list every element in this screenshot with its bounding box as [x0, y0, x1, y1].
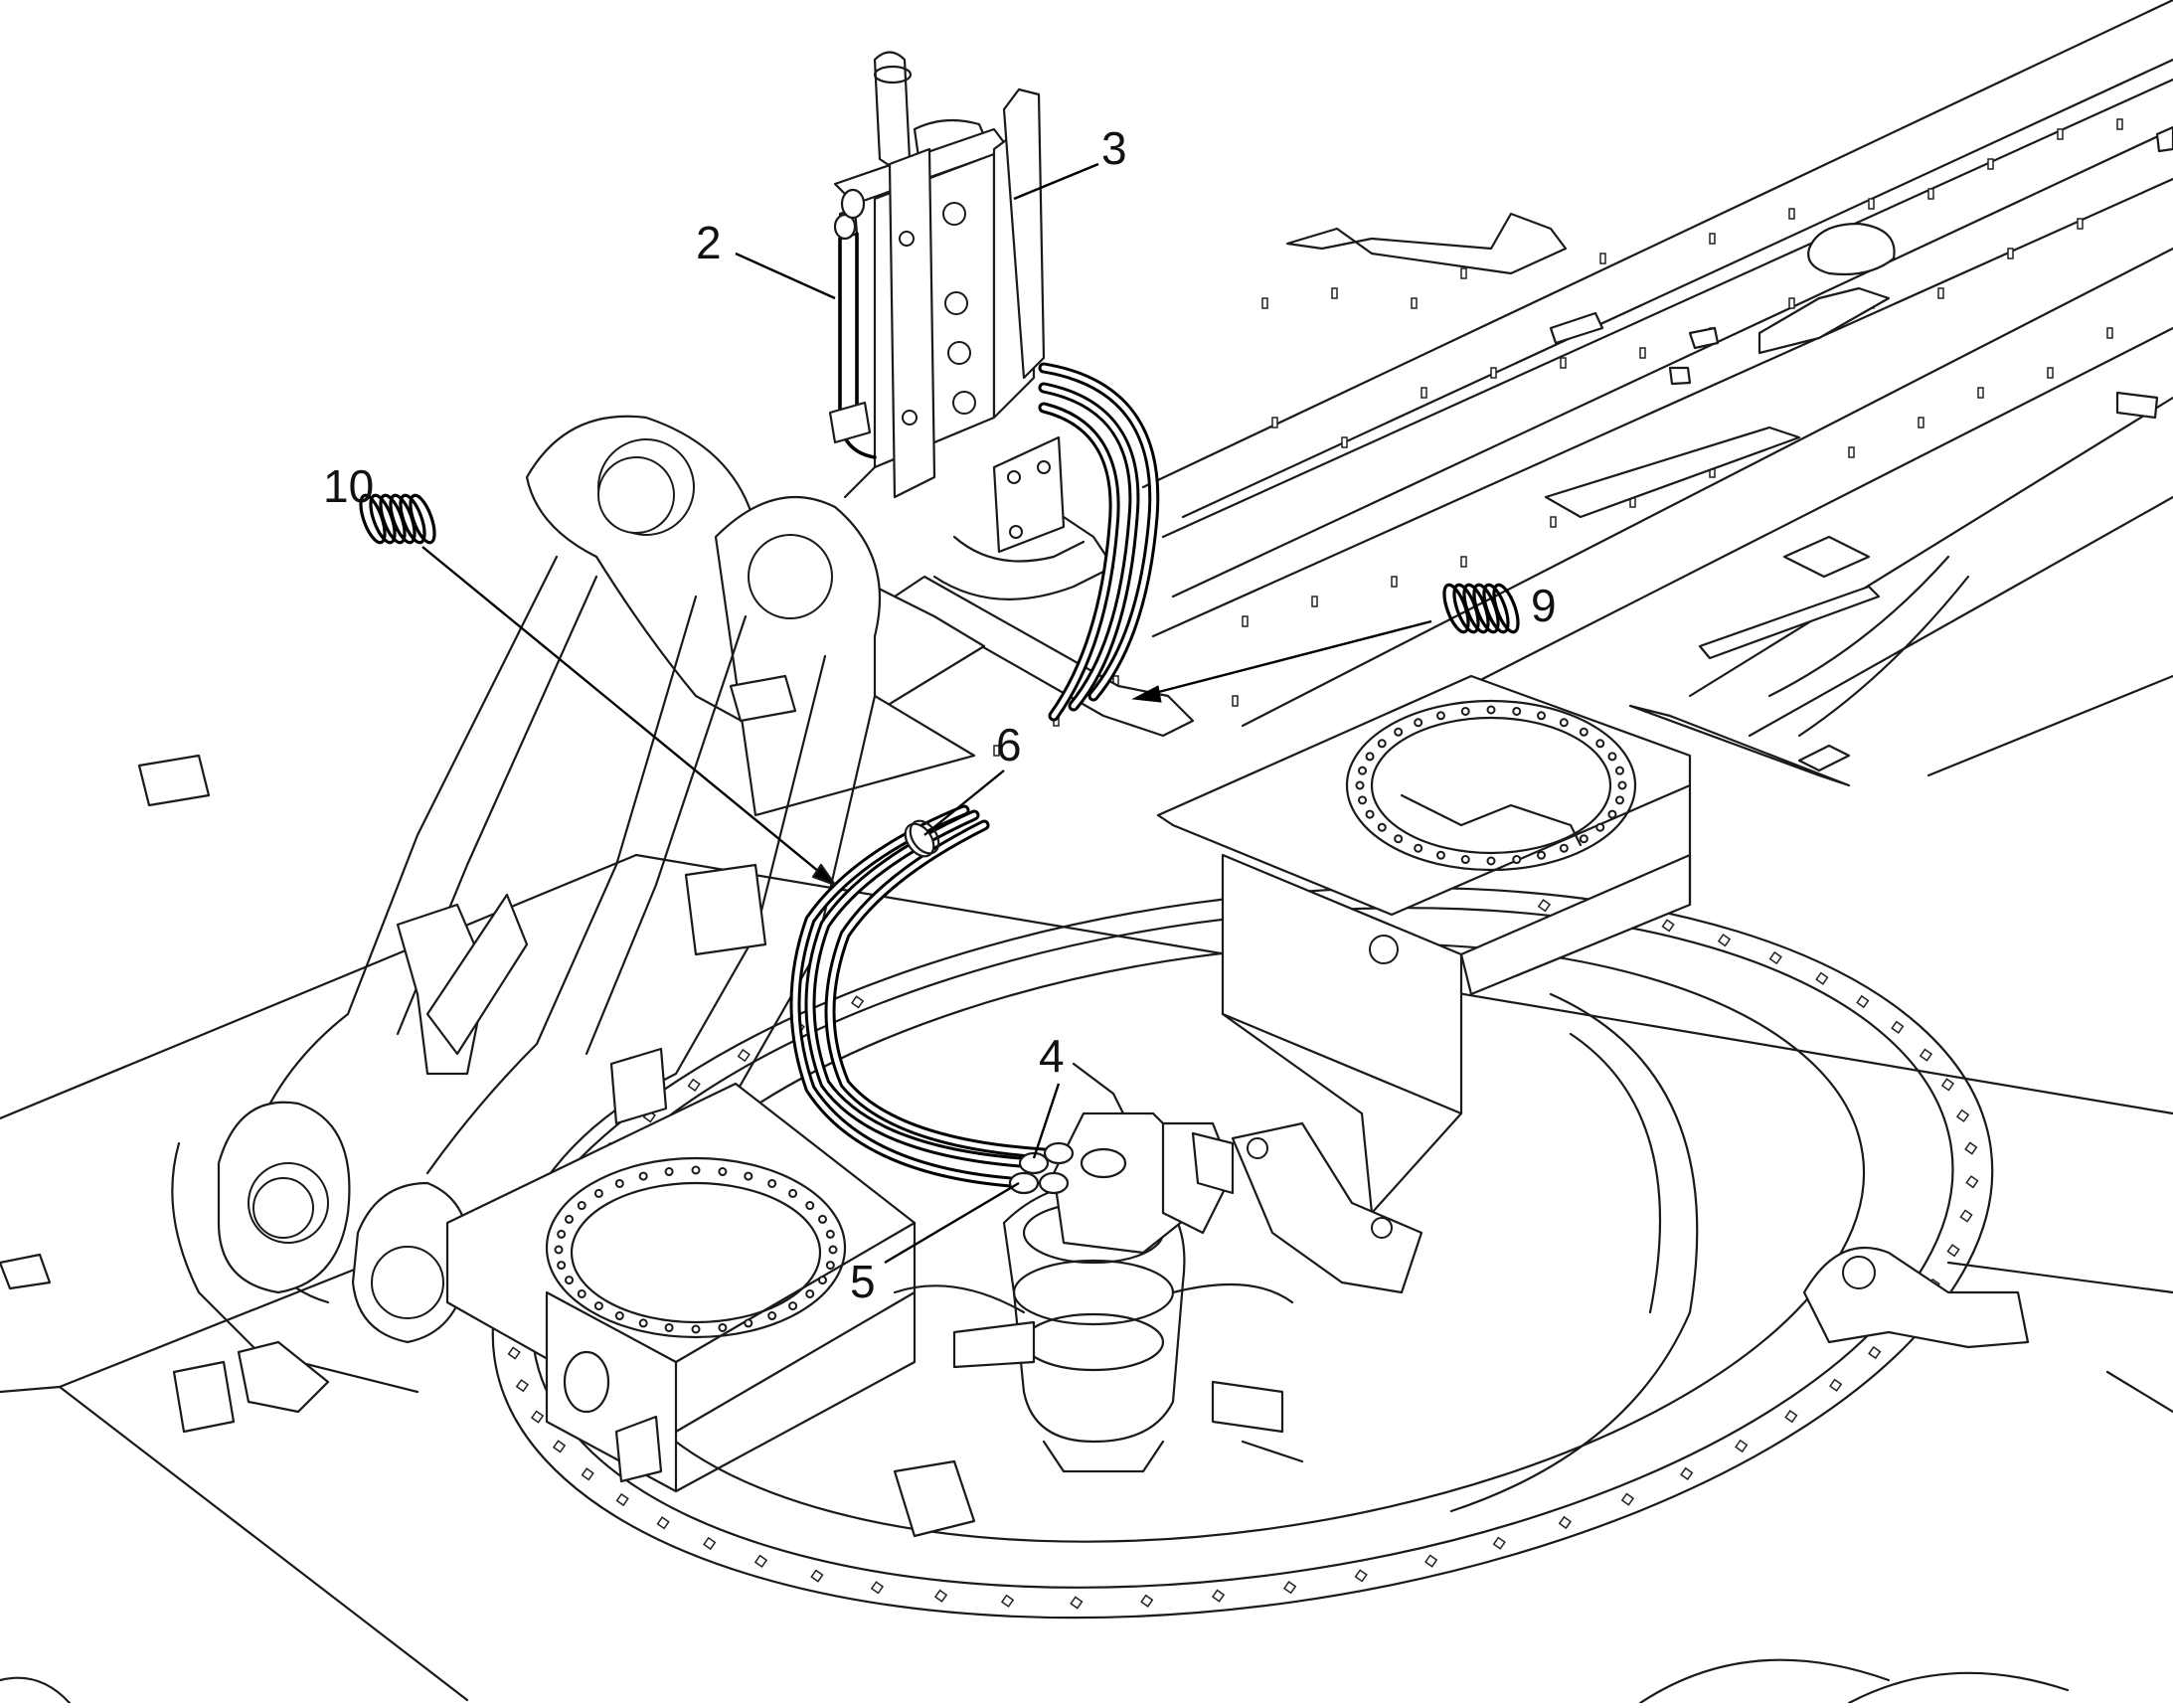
leader-10-arrow	[811, 863, 837, 887]
lower-boom-box	[445, 1082, 917, 1493]
callout-3: 3	[1101, 122, 1127, 174]
callout-labels: 2 3 4 5 6 9 10	[323, 122, 1557, 1307]
leader-4	[1032, 1083, 1061, 1159]
mounting-feet	[0, 754, 2030, 1538]
leader-9-arrow	[1131, 685, 1162, 703]
callout-10: 10	[323, 460, 374, 512]
slew-drive	[893, 1111, 1423, 1473]
lower-box-bolt-circle	[554, 1165, 838, 1334]
leader-3	[1013, 162, 1099, 201]
slew-ring	[491, 886, 1994, 1620]
callout-6: 6	[996, 719, 1022, 770]
hoses	[789, 188, 1160, 1195]
oil-tank-column	[833, 51, 1115, 600]
spring-9	[1442, 583, 1520, 634]
boom-foot-box	[893, 575, 1692, 1215]
callout-2: 2	[696, 217, 722, 268]
rail-studs	[993, 118, 2123, 757]
box-bolt-circle	[1355, 705, 1627, 866]
rail-brackets	[1285, 125, 2173, 787]
leader-10	[421, 546, 836, 886]
a-frame-left	[171, 415, 986, 1394]
base-platform	[0, 853, 2173, 1705]
frame-rails	[1141, 0, 2173, 777]
callout-5: 5	[850, 1256, 876, 1307]
leader-lines	[421, 162, 1432, 1265]
callout-4: 4	[1039, 1030, 1065, 1082]
leader-2	[735, 252, 836, 300]
callout-9: 9	[1531, 580, 1557, 631]
leader-5	[884, 1181, 1020, 1265]
spring-10	[359, 493, 436, 545]
leader-9	[1142, 619, 1432, 698]
leader-6	[923, 769, 1005, 836]
